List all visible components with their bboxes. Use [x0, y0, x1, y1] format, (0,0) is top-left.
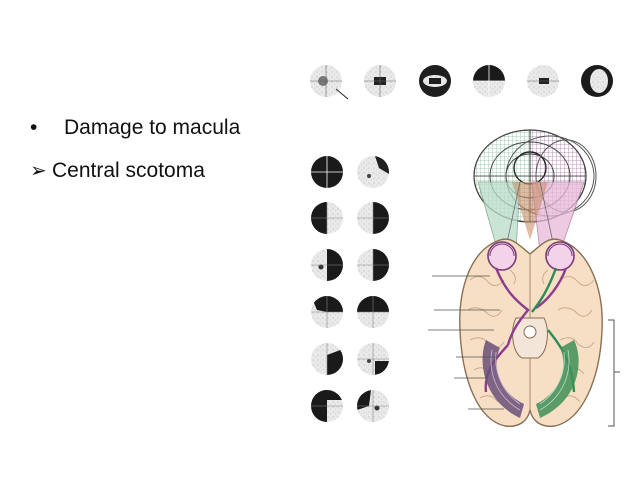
- bullet-text: Damage to macula: [64, 116, 241, 139]
- visual-field-disc-icon: [311, 156, 343, 188]
- eye-icon: [545, 241, 575, 271]
- bracket: [608, 319, 615, 427]
- visual-field-disc-icon: [357, 202, 389, 234]
- visual-field-disc-icon: [527, 65, 559, 97]
- optic-radiation-right: [536, 340, 579, 418]
- visual-field-disc-icon: [311, 249, 343, 281]
- visual-field-disc-icon: [419, 65, 451, 97]
- bullet-marker: •: [30, 116, 38, 139]
- visual-field-disc-icon: [473, 65, 505, 97]
- eye-icon: [487, 241, 517, 271]
- bullet-item: • Damage to macula: [30, 116, 240, 140]
- visual-field-disc-icon: [357, 249, 389, 281]
- visual-field-disc-icon: [311, 296, 343, 328]
- visual-field-disc-icon: [310, 65, 349, 100]
- sub-bullet-item: ➢Central scotoma: [30, 158, 205, 183]
- leader-lines: [428, 275, 504, 410]
- visual-field-grid: [311, 156, 389, 422]
- visual-field-disc-icon: [311, 202, 343, 234]
- sub-bullet-text: Central scotoma: [52, 159, 205, 182]
- visual-field-disc-icon: [581, 65, 613, 97]
- arrow-marker-icon: ➢: [30, 160, 47, 182]
- visual-field-disc-icon: [311, 343, 343, 375]
- visual-field-disc-icon: [364, 65, 396, 97]
- visual-field-disc-icon: [357, 343, 389, 375]
- visual-field-disc-icon: [357, 156, 389, 188]
- visual-field-disc-icon: [357, 296, 389, 328]
- visual-field-disc-icon: [311, 390, 343, 422]
- visual-field-row-top: [310, 65, 613, 100]
- brain-diagram: [428, 129, 620, 427]
- visual-field-disc-icon: [357, 390, 389, 422]
